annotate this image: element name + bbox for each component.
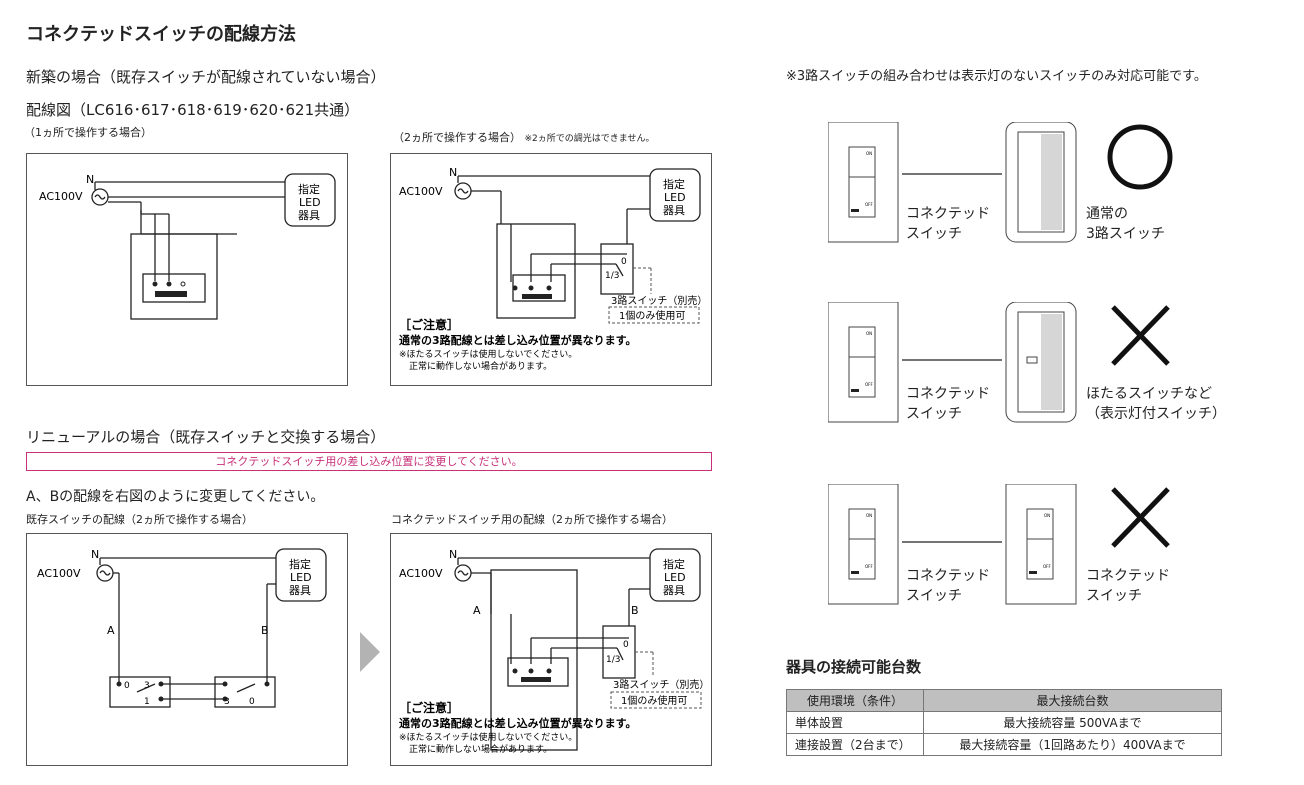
wiring-diagram-existing: N AC100V 指定 LED 器具 A B 0 3 1 3 0 (37, 548, 327, 708)
arrow-right-icon (360, 632, 380, 672)
diagram-heading: 配線図（LC616･617･618･619･620･621共通） (26, 101, 360, 119)
terminal-0: 0 (623, 640, 629, 650)
only-one-label: 1個のみ使用可 (621, 694, 687, 707)
wiring-diagram-connected: N AC100V 指定 LED 器具 A B 0 1/3 3路スイッチ（別売） … (399, 548, 709, 755)
switch-off-label: OFF (865, 382, 873, 387)
n-label: N (86, 173, 94, 186)
caution-line3: 正常に動作しない場合があります。 (409, 743, 552, 755)
diagram-new-double: N AC100V 指定 LED 器具 0 1/3 3路スイッチ（別売） 1個のみ… (390, 153, 712, 386)
diagram-existing: N AC100V 指定 LED 器具 A B 0 3 1 3 0 (26, 533, 348, 766)
fixture-label-2: LED (290, 571, 312, 584)
switch-on-label: ON (866, 151, 872, 156)
fixture-label-2: LED (299, 196, 321, 209)
compat-row-2-graphic: ON OFF (827, 301, 1170, 423)
table-cell: 最大接続容量（1回路あたり）400VAまで (923, 733, 1222, 756)
new-right-caption: （2ヵ所で操作する場合） ※2ヵ所での調光はできません。 (393, 131, 655, 144)
terminal-0: 0 (124, 681, 130, 691)
new-install-heading: 新築の場合（既存スイッチが配線されていない場合） (26, 68, 386, 86)
caution-line1: 通常の3路配線とは差し込み位置が異なります。 (399, 716, 637, 730)
terminal-0: 0 (621, 257, 627, 267)
switch-off-label: OFF (865, 564, 873, 569)
renewal-instruction: A、Bの配線を右図のように変更してください。 (26, 489, 325, 505)
table-header: 最大接続台数 (923, 689, 1222, 712)
ac-label: AC100V (39, 190, 83, 203)
compat-row-1-left-label: コネクテッドスイッチ (906, 206, 990, 242)
wire-b-label: B (261, 624, 269, 637)
compat-note: ※3路スイッチの組み合わせは表示灯のないスイッチのみ対応可能です。 (786, 69, 1207, 84)
n-label: N (449, 166, 457, 179)
wiring-diagram-double: N AC100V 指定 LED 器具 0 1/3 3路スイッチ（別売） 1個のみ… (399, 166, 707, 372)
three-way-label: 3路スイッチ（別売） (611, 294, 707, 307)
fixture-label-3: 器具 (663, 584, 685, 597)
three-way-label: 3路スイッチ（別売） (613, 678, 709, 691)
wire-a-label: A (473, 604, 481, 617)
fixture-label-1: 指定 (663, 557, 685, 571)
terminal-1: 1 (144, 697, 150, 707)
fixture-label-1: 指定 (663, 177, 685, 191)
compat-row-3-right-label: コネクテッドスイッチ (1086, 568, 1170, 604)
fixture-label-1: 指定 (298, 182, 320, 196)
renewal-heading: リニューアルの場合（既存スイッチと交換する場合） (26, 428, 386, 446)
switch-on-label: ON (1044, 513, 1050, 518)
only-one-label: 1個のみ使用可 (619, 309, 685, 322)
table-row: 単体設置 最大接続容量 500VAまで (786, 711, 1222, 734)
diagram-connected: N AC100V 指定 LED 器具 A B 0 1/3 3路スイッチ（別売） … (390, 533, 712, 766)
fixture-label-2: LED (664, 191, 686, 204)
compat-row-3-left-label: コネクテッドスイッチ (906, 568, 990, 604)
new-left-caption: （1ヵ所で操作する場合） (24, 126, 152, 139)
terminal-13: 1/3 (605, 271, 619, 281)
n-label: N (449, 548, 457, 561)
wiring-diagram-single: N AC100V 指定 LED 器具 (39, 173, 336, 320)
table-header-row: 使用環境（条件） 最大接続台数 (786, 689, 1222, 712)
compat-row-2-right-label: ほたるスイッチなど（表示灯付スイッチ） (1086, 386, 1226, 422)
caution-line2: ※ほたるスイッチは使用しないでください。 (399, 731, 577, 743)
terminal-3: 3 (144, 681, 150, 691)
capacity-table: 使用環境（条件） 最大接続台数 単体設置 最大接続容量 500VAまで 連接設置… (786, 689, 1222, 756)
table-row: 連接設置（2台まで） 最大接続容量（1回路あたり）400VAまで (786, 733, 1222, 756)
renewal-right-caption: コネクテッドスイッチ用の配線（2ヵ所で操作する場合） (391, 513, 673, 526)
capacity-heading: 器具の接続可能台数 (786, 658, 922, 676)
table-header: 使用環境（条件） (786, 689, 924, 712)
caution-line3: 正常に動作しない場合があります。 (409, 360, 552, 372)
renewal-left-caption: 既存スイッチの配線（2ヵ所で操作する場合） (26, 513, 253, 526)
fixture-label-3: 器具 (663, 204, 685, 217)
terminal-0: 0 (249, 697, 255, 707)
fixture-label-3: 器具 (289, 584, 311, 597)
fixture-label-1: 指定 (289, 557, 311, 571)
caution-line1: 通常の3路配線とは差し込み位置が異なります。 (399, 333, 637, 347)
switch-off-label: OFF (1043, 564, 1051, 569)
caution-line2: ※ほたるスイッチは使用しないでください。 (399, 348, 577, 360)
caution-title: ［ご注意］ (399, 700, 459, 715)
fixture-label-2: LED (664, 571, 686, 584)
wire-a-label: A (107, 624, 115, 637)
terminal-13: 1/3 (606, 655, 620, 665)
table-cell: 単体設置 (786, 711, 924, 734)
table-cell: 連接設置（2台まで） (786, 733, 924, 756)
wire-b-label: B (631, 604, 639, 617)
dimming-note: ※2ヵ所での調光はできません。 (524, 134, 655, 144)
compat-row-3: ON OFF ON OFF コネクテッドスイッチ コネクテッドスイッチ (827, 483, 1298, 609)
switch-on-label: ON (866, 513, 872, 518)
ac-label: AC100V (399, 185, 443, 198)
ac-label: AC100V (37, 567, 81, 580)
table-cell: 最大接続容量 500VAまで (923, 711, 1222, 734)
caution-title: ［ご注意］ (399, 317, 459, 332)
switch-off-label: OFF (865, 202, 873, 207)
compat-row-1-graphic: ON OFF (827, 121, 1173, 243)
switch-on-label: ON (866, 331, 872, 336)
page-title: コネクテッドスイッチの配線方法 (26, 24, 296, 45)
renewal-banner: コネクテッドスイッチ用の差し込み位置に変更してください。 (26, 452, 712, 471)
fixture-label-3: 器具 (298, 209, 320, 222)
compat-row-2-left-label: コネクテッドスイッチ (906, 386, 990, 422)
n-label: N (91, 548, 99, 561)
compat-row-3-graphic: ON OFF ON OFF (827, 483, 1170, 605)
terminal-3: 3 (224, 697, 230, 707)
diagram-new-single: N AC100V 指定 LED 器具 (26, 153, 348, 386)
compat-row-2: ON OFF コネクテッドスイッチ ほたるスイッチなど（表示灯付スイッチ） (827, 301, 1298, 427)
ac-label: AC100V (399, 567, 443, 580)
